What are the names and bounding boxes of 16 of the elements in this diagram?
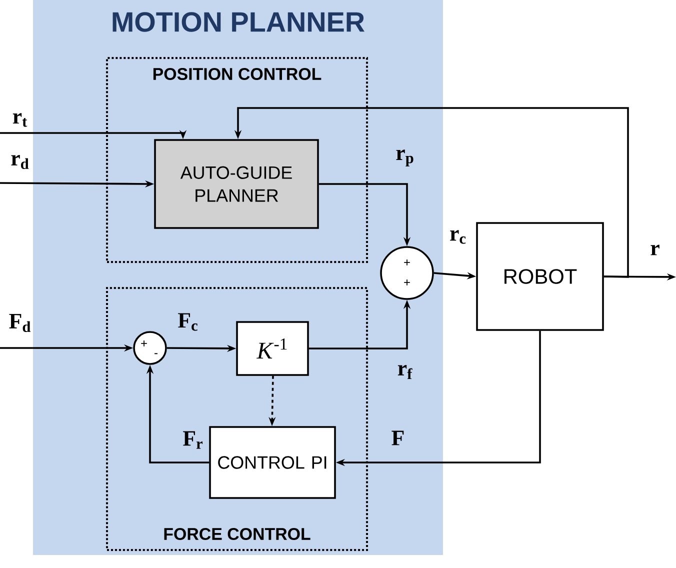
signal-label: r <box>650 244 660 256</box>
signal-label: F <box>392 430 404 446</box>
signal-label: r$_{t}$ <box>12 113 28 127</box>
sum-junction: + + <box>380 246 434 300</box>
block-box: ROBOT <box>476 222 604 331</box>
signal-label: F$_{c}$ <box>178 313 198 331</box>
sum-junction: + - <box>133 331 167 365</box>
signal-label: r$_{p}$ <box>396 150 414 166</box>
signal-label: r$_{f}$ <box>398 364 412 380</box>
block-box: CONTROL PI <box>209 426 336 499</box>
block-box: AUTO-GUIDE PLANNER <box>154 139 319 229</box>
signal-label: F$_{r}$ <box>183 431 203 449</box>
signal-label: r$_{d}$ <box>11 154 29 170</box>
signal-label: F$_{d}$ <box>9 314 31 332</box>
signal-label: r$_{c}$ <box>450 230 466 244</box>
block-box: K$^{-1}$ <box>236 321 309 376</box>
